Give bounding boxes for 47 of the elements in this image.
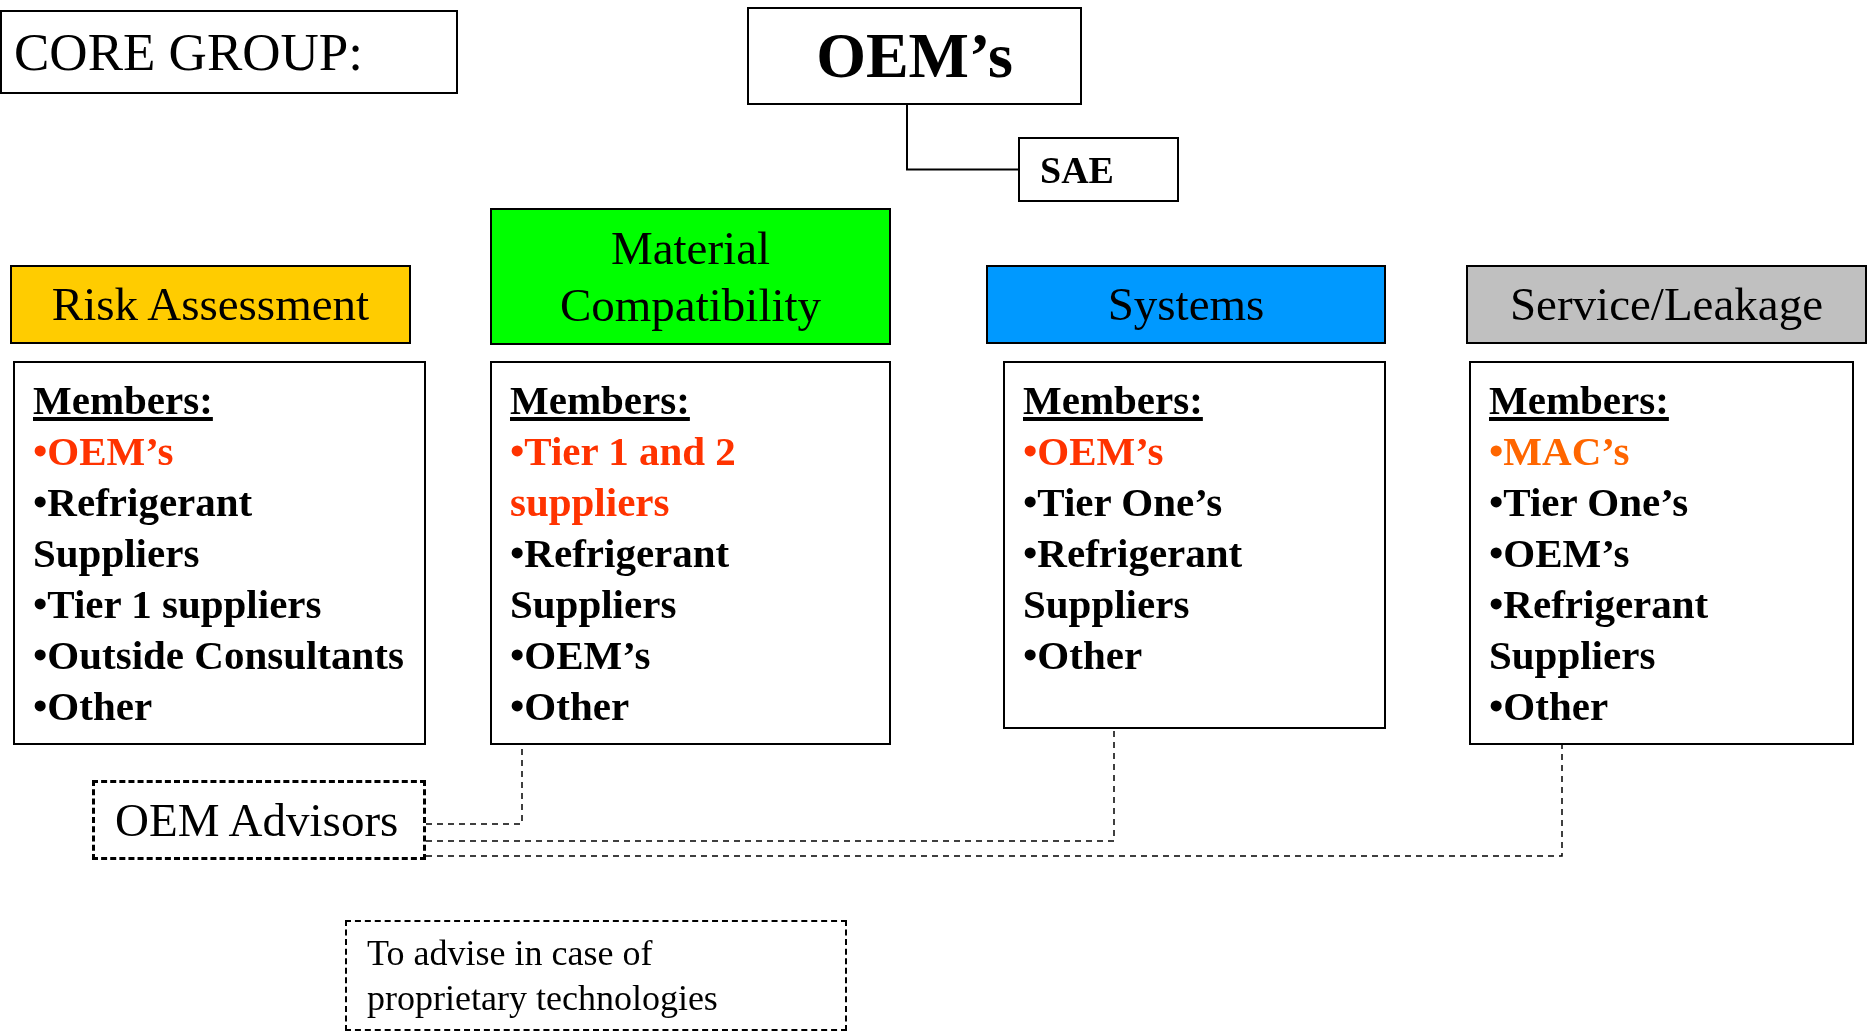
- box-label: SAE: [1040, 150, 1114, 189]
- dashed-connector: [425, 728, 1115, 842]
- header-text: Risk Assessment: [51, 277, 370, 333]
- member-item: •Tier One’s: [1023, 478, 1223, 527]
- box-label: OEM Advisors: [115, 796, 399, 844]
- title-box: [747, 7, 1082, 105]
- members-heading: Members:: [33, 376, 213, 425]
- member-item: •Other: [1023, 631, 1143, 680]
- member-item: •OEM’s: [1489, 529, 1630, 578]
- header-box: [490, 208, 891, 345]
- members-box: [490, 361, 891, 745]
- member-item: •Tier 1 and 2 suppliers: [510, 427, 737, 527]
- member-item: •Refrigerant Suppliers: [33, 478, 254, 578]
- member-item: •MAC’s: [1489, 427, 1630, 476]
- label-box: [1018, 137, 1179, 202]
- group-label: CORE GROUP:: [14, 25, 363, 79]
- member-item: •Tier One’s: [1489, 478, 1689, 527]
- connector-line: [906, 104, 1019, 171]
- members-box: [1003, 361, 1386, 729]
- member-item: •Refrigerant Suppliers: [1023, 529, 1244, 629]
- header-text: Systems: [1107, 277, 1265, 333]
- note-text: To advise in case of proprietary technologies: [367, 931, 719, 1020]
- member-item: •Tier 1 suppliers: [33, 580, 322, 629]
- member-item: •OEM’s: [510, 631, 651, 680]
- member-item: •Other: [510, 682, 630, 731]
- note-box: [345, 920, 847, 1031]
- member-item: •Refrigerant Suppliers: [510, 529, 731, 629]
- label-box: [0, 10, 458, 94]
- members-heading: Members:: [1023, 376, 1203, 425]
- advisors-box: [92, 780, 426, 860]
- title-text: OEM’s: [816, 24, 1013, 88]
- member-item: •Refrigerant Suppliers: [1489, 580, 1710, 680]
- member-item: •Other: [1489, 682, 1609, 731]
- dashed-connector: [425, 744, 1563, 857]
- member-item: •OEM’s: [1023, 427, 1164, 476]
- members-heading: Members:: [510, 376, 690, 425]
- members-heading: Members:: [1489, 376, 1669, 425]
- header-box: [10, 265, 411, 344]
- member-item: •Other: [33, 682, 153, 731]
- header-text: Material Compatibility: [558, 221, 823, 333]
- header-box: [1466, 265, 1867, 344]
- members-box: [13, 361, 426, 745]
- member-item: •OEM’s: [33, 427, 174, 476]
- members-box: [1469, 361, 1854, 745]
- member-item: •Outside Consultants: [33, 631, 404, 680]
- header-box: [986, 265, 1386, 344]
- header-text: Service/Leakage: [1509, 277, 1824, 333]
